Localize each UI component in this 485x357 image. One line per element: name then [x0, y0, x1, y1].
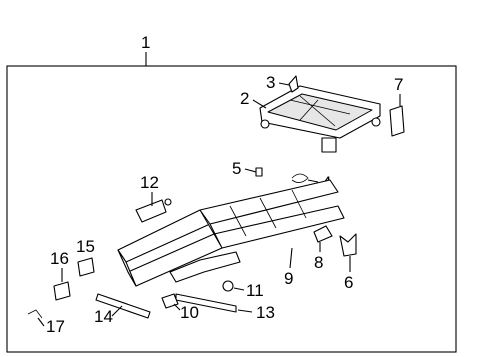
callout-11: 11	[246, 281, 264, 300]
bracket-3	[288, 75, 299, 93]
callout-10-leader	[173, 303, 181, 311]
callout-16: 16	[50, 249, 69, 268]
callout-7: 7	[394, 75, 403, 94]
callout-14: 14	[94, 307, 113, 326]
callout-5-leader	[244, 168, 257, 173]
callout-13: 13	[256, 303, 275, 322]
callout-17-leader	[37, 317, 45, 327]
bracket-7	[389, 105, 405, 137]
bushing-11	[222, 280, 234, 292]
callout-4-leader	[307, 179, 319, 183]
rod-14	[95, 293, 151, 319]
callout-2: 2	[240, 89, 249, 108]
block-8	[313, 225, 333, 243]
callout-5: 5	[232, 159, 241, 178]
mount-16	[53, 281, 71, 301]
callout-1: 1	[141, 33, 150, 52]
callout-15: 15	[76, 237, 95, 256]
callout-17: 17	[46, 317, 65, 336]
bolt-12	[164, 198, 172, 206]
assembly-border	[6, 65, 457, 353]
callout-9-leader	[289, 247, 293, 269]
callout-12: 12	[140, 173, 159, 192]
frame-rails	[117, 179, 345, 287]
callout-13-leader	[237, 309, 253, 313]
callout-11-leader	[233, 287, 245, 291]
clip-4	[291, 173, 309, 183]
block-15	[77, 257, 95, 277]
callout-8: 8	[314, 253, 323, 272]
callout-6: 6	[344, 273, 353, 292]
callout-9: 9	[284, 269, 293, 288]
clip-17	[27, 309, 43, 319]
bracket-6	[339, 233, 357, 257]
crossmember-assembly	[259, 85, 381, 153]
mount-12	[135, 199, 167, 223]
callout-3-leader	[278, 82, 290, 86]
bolt-5	[255, 167, 263, 177]
callout-10: 10	[180, 303, 199, 322]
callout-2-leader	[252, 99, 267, 109]
callout-3: 3	[266, 73, 275, 92]
callout-14-leader	[111, 305, 123, 317]
